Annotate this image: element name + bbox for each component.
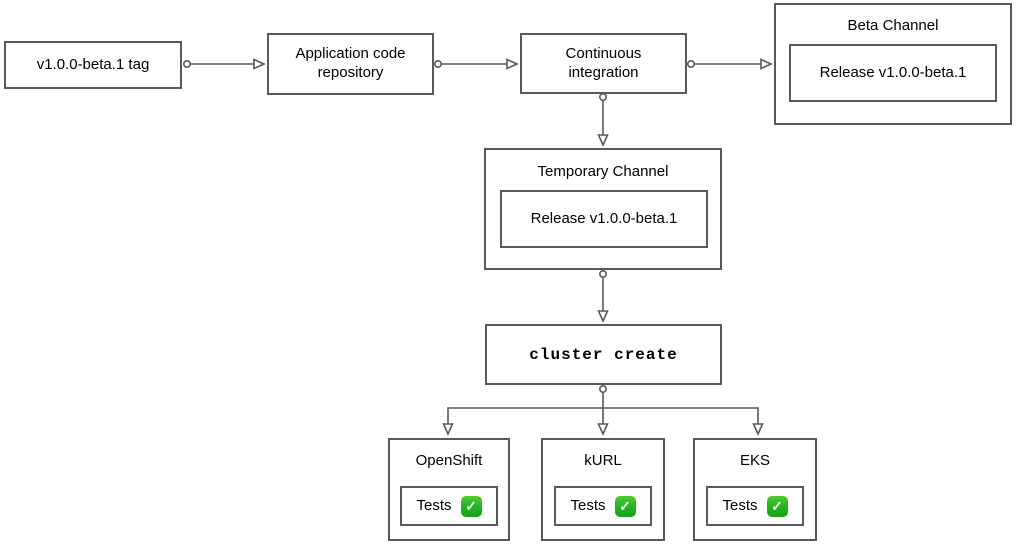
edge-cluster-create-to-eks <box>603 407 758 434</box>
node-cluster-create: cluster create <box>485 324 722 385</box>
beta-channel-release-box: Release v1.0.0-beta.1 <box>789 44 997 102</box>
check-mark-button-icon: ✓ <box>460 495 482 517</box>
beta-release-label: Release v1.0.0-beta.1 <box>819 63 967 81</box>
beta-channel-title: Beta Channel <box>847 17 939 34</box>
continuous-integration-label: Continuous integration <box>565 44 642 81</box>
temporary-channel-title: Temporary Channel <box>537 163 669 180</box>
temporary-release-label: Release v1.0.0-beta.1 <box>530 209 678 227</box>
edge-cluster-create-to-openshift <box>448 407 603 434</box>
cluster-create-label: cluster create <box>529 345 678 364</box>
openshift-title: OpenShift <box>415 452 483 469</box>
eks-title: EKS <box>739 452 770 469</box>
openshift-tests-box: Tests ✓ <box>400 486 498 526</box>
node-application-code-repository: Application code repository <box>267 33 434 95</box>
kurl-title: kURL <box>584 452 622 469</box>
node-version-tag: v1.0.0-beta.1 tag <box>4 41 182 89</box>
node-kurl: kURL Tests ✓ <box>541 438 665 541</box>
node-openshift: OpenShift Tests ✓ <box>388 438 510 541</box>
openshift-tests-label: Tests <box>416 496 452 514</box>
kurl-tests-label: Tests <box>570 496 606 514</box>
kurl-tests-box: Tests ✓ <box>554 486 652 526</box>
eks-tests-label: Tests <box>722 496 758 514</box>
node-continuous-integration: Continuous integration <box>520 33 687 94</box>
node-temporary-channel: Temporary Channel Release v1.0.0-beta.1 <box>484 148 722 270</box>
temporary-channel-release-box: Release v1.0.0-beta.1 <box>500 190 708 248</box>
node-eks: EKS Tests ✓ <box>693 438 817 541</box>
repository-label: Application code repository <box>295 45 406 81</box>
check-mark-button-icon: ✓ <box>614 495 636 517</box>
node-beta-channel: Beta Channel Release v1.0.0-beta.1 <box>774 3 1012 125</box>
check-mark-button-icon: ✓ <box>766 495 788 517</box>
version-tag-label: v1.0.0-beta.1 tag <box>36 55 150 73</box>
eks-tests-box: Tests ✓ <box>706 486 804 526</box>
